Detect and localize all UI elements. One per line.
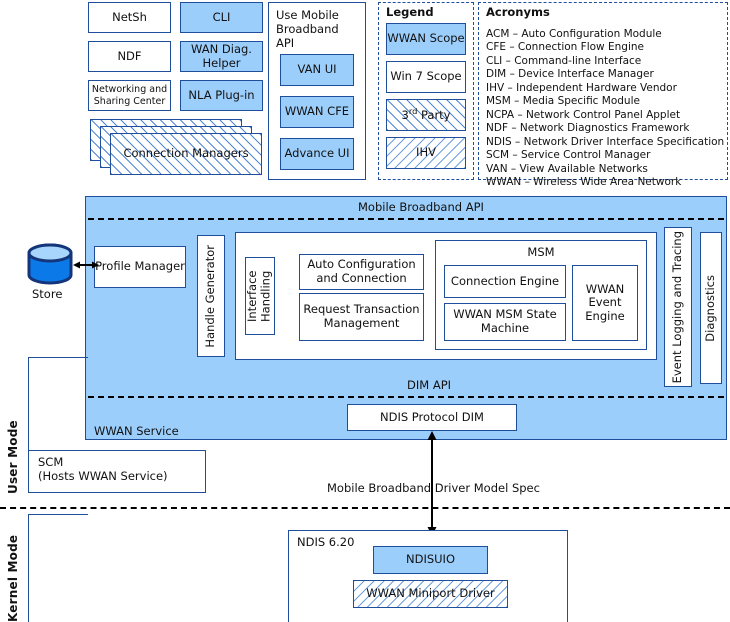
dim-api-label: DIM API (407, 378, 452, 392)
component-request-transaction-management[interactable]: Request Transaction Management (299, 293, 424, 341)
acronyms-title: Acronyms (486, 5, 550, 19)
component-wwan-event-engine[interactable]: WWAN Event Engine (572, 265, 638, 341)
legend-item-label: 3rd Party (401, 106, 451, 123)
component-label: VAN UI (297, 62, 337, 77)
component-diagnostics[interactable]: Diagnostics (700, 232, 722, 384)
dim-api-divider (88, 396, 724, 398)
legend-item-label: WWAN Scope (387, 31, 465, 46)
legend-item-3rd-party: 3rd Party (386, 99, 466, 131)
component-auto-configuration-and-connection[interactable]: Auto Configuration and Connection (299, 254, 424, 290)
mobile-broadband-api-divider (88, 218, 724, 220)
component-label: Request Transaction Management (303, 302, 420, 330)
component-wwan-miniport-driver[interactable]: WWAN Miniport Driver (353, 580, 508, 608)
component-van-ui[interactable]: VAN UI (280, 54, 354, 86)
user-kernel-divider (0, 507, 730, 509)
component-label: NDF (117, 48, 142, 63)
component-label: Diagnostics (703, 274, 718, 342)
legend-item-win7-scope: Win 7 Scope (386, 61, 466, 93)
legend-title: Legend (386, 5, 434, 19)
component-label: WWAN CFE (284, 104, 350, 119)
legend-item-label: IHV (416, 145, 436, 160)
group-title: NDIS 6.20 (297, 535, 355, 549)
component-ndis-protocol-dim[interactable]: NDIS Protocol DIM (347, 404, 517, 431)
component-ndisuio[interactable]: NDISUIO (373, 546, 488, 574)
store-cylinder[interactable] (26, 243, 74, 285)
store-arrow (73, 261, 99, 269)
database-icon (27, 243, 73, 285)
component-networking-sharing-center[interactable]: Networking and Sharing Center (88, 80, 171, 111)
component-event-logging-and-tracing[interactable]: Event Logging and Tracing (664, 227, 692, 387)
component-wwan-cfe[interactable]: WWAN CFE (280, 96, 354, 128)
component-connection-engine[interactable]: Connection Engine (444, 265, 566, 298)
component-label: WWAN Event Engine (585, 281, 625, 323)
component-label: Networking and Sharing Center (91, 84, 168, 107)
wwan-service-label: WWAN Service (94, 424, 179, 438)
component-profile-manager[interactable]: Profile Manager (94, 246, 186, 288)
component-wwan-msm-state-machine[interactable]: WWAN MSM State Machine (444, 303, 566, 341)
component-label: NLA Plug-in (188, 87, 255, 102)
component-cli[interactable]: CLI (180, 2, 263, 33)
component-scm[interactable]: SCM (Hosts WWAN Service) (28, 450, 206, 493)
scm-line-1: SCM (38, 455, 64, 469)
component-advance-ui[interactable]: Advance UI (280, 138, 354, 170)
connection-managers[interactable]: Connection Managers (110, 133, 262, 175)
ndis-620-group: NDIS 6.20 (288, 530, 568, 622)
acronyms-list: ACM – Auto Configuration Module CFE – Co… (486, 28, 725, 189)
component-label: Auto Configuration and Connection (307, 257, 416, 285)
legend-item-label: Win 7 Scope (390, 69, 462, 84)
kernel-mode-bracket (28, 514, 88, 622)
user-mode-label: User Mode (6, 420, 20, 494)
component-label: Event Logging and Tracing (670, 230, 685, 384)
component-label: Connection Managers (123, 146, 249, 161)
component-label: WWAN Miniport Driver (366, 586, 495, 601)
component-label: NDIS Protocol DIM (380, 409, 484, 424)
component-interface-handling[interactable]: Interface Handling (245, 257, 275, 335)
component-label: Connection Engine (450, 273, 560, 288)
component-netsh[interactable]: NetSh (88, 2, 171, 33)
scm-line-2: (Hosts WWAN Service) (38, 468, 168, 483)
component-label: CLI (212, 9, 231, 24)
component-ndf[interactable]: NDF (88, 41, 171, 72)
component-label: Advance UI (284, 146, 350, 161)
group-title: Use Mobile Broadband API (276, 8, 339, 51)
mobile-broadband-api-label: Mobile Broadband API (358, 200, 484, 214)
kernel-mode-label: Kernel Mode (6, 534, 20, 622)
component-label: Interface Handling (245, 270, 273, 322)
component-label: NDISUIO (405, 552, 455, 567)
component-label: NetSh (112, 9, 147, 24)
component-handle-generator[interactable]: Handle Generator (197, 235, 225, 357)
store-label: Store (32, 287, 63, 301)
driver-model-spec-label: Mobile Broadband Driver Model Spec (327, 481, 540, 495)
msm-title: MSM (527, 245, 555, 259)
component-label: Profile Manager (95, 259, 185, 274)
legend-item-wwan-scope: WWAN Scope (386, 23, 466, 55)
legend-item-ihv: IHV (386, 137, 466, 169)
component-nla-plugin[interactable]: NLA Plug-in (180, 80, 263, 111)
component-wan-diag-helper[interactable]: WAN Diag. Helper (180, 41, 263, 72)
component-label: Handle Generator (203, 244, 218, 348)
dim-driver-arrow (427, 431, 437, 536)
component-label: WAN Diag. Helper (191, 41, 252, 70)
component-label: WWAN MSM State Machine (453, 307, 557, 335)
acronyms-panel (478, 2, 728, 180)
